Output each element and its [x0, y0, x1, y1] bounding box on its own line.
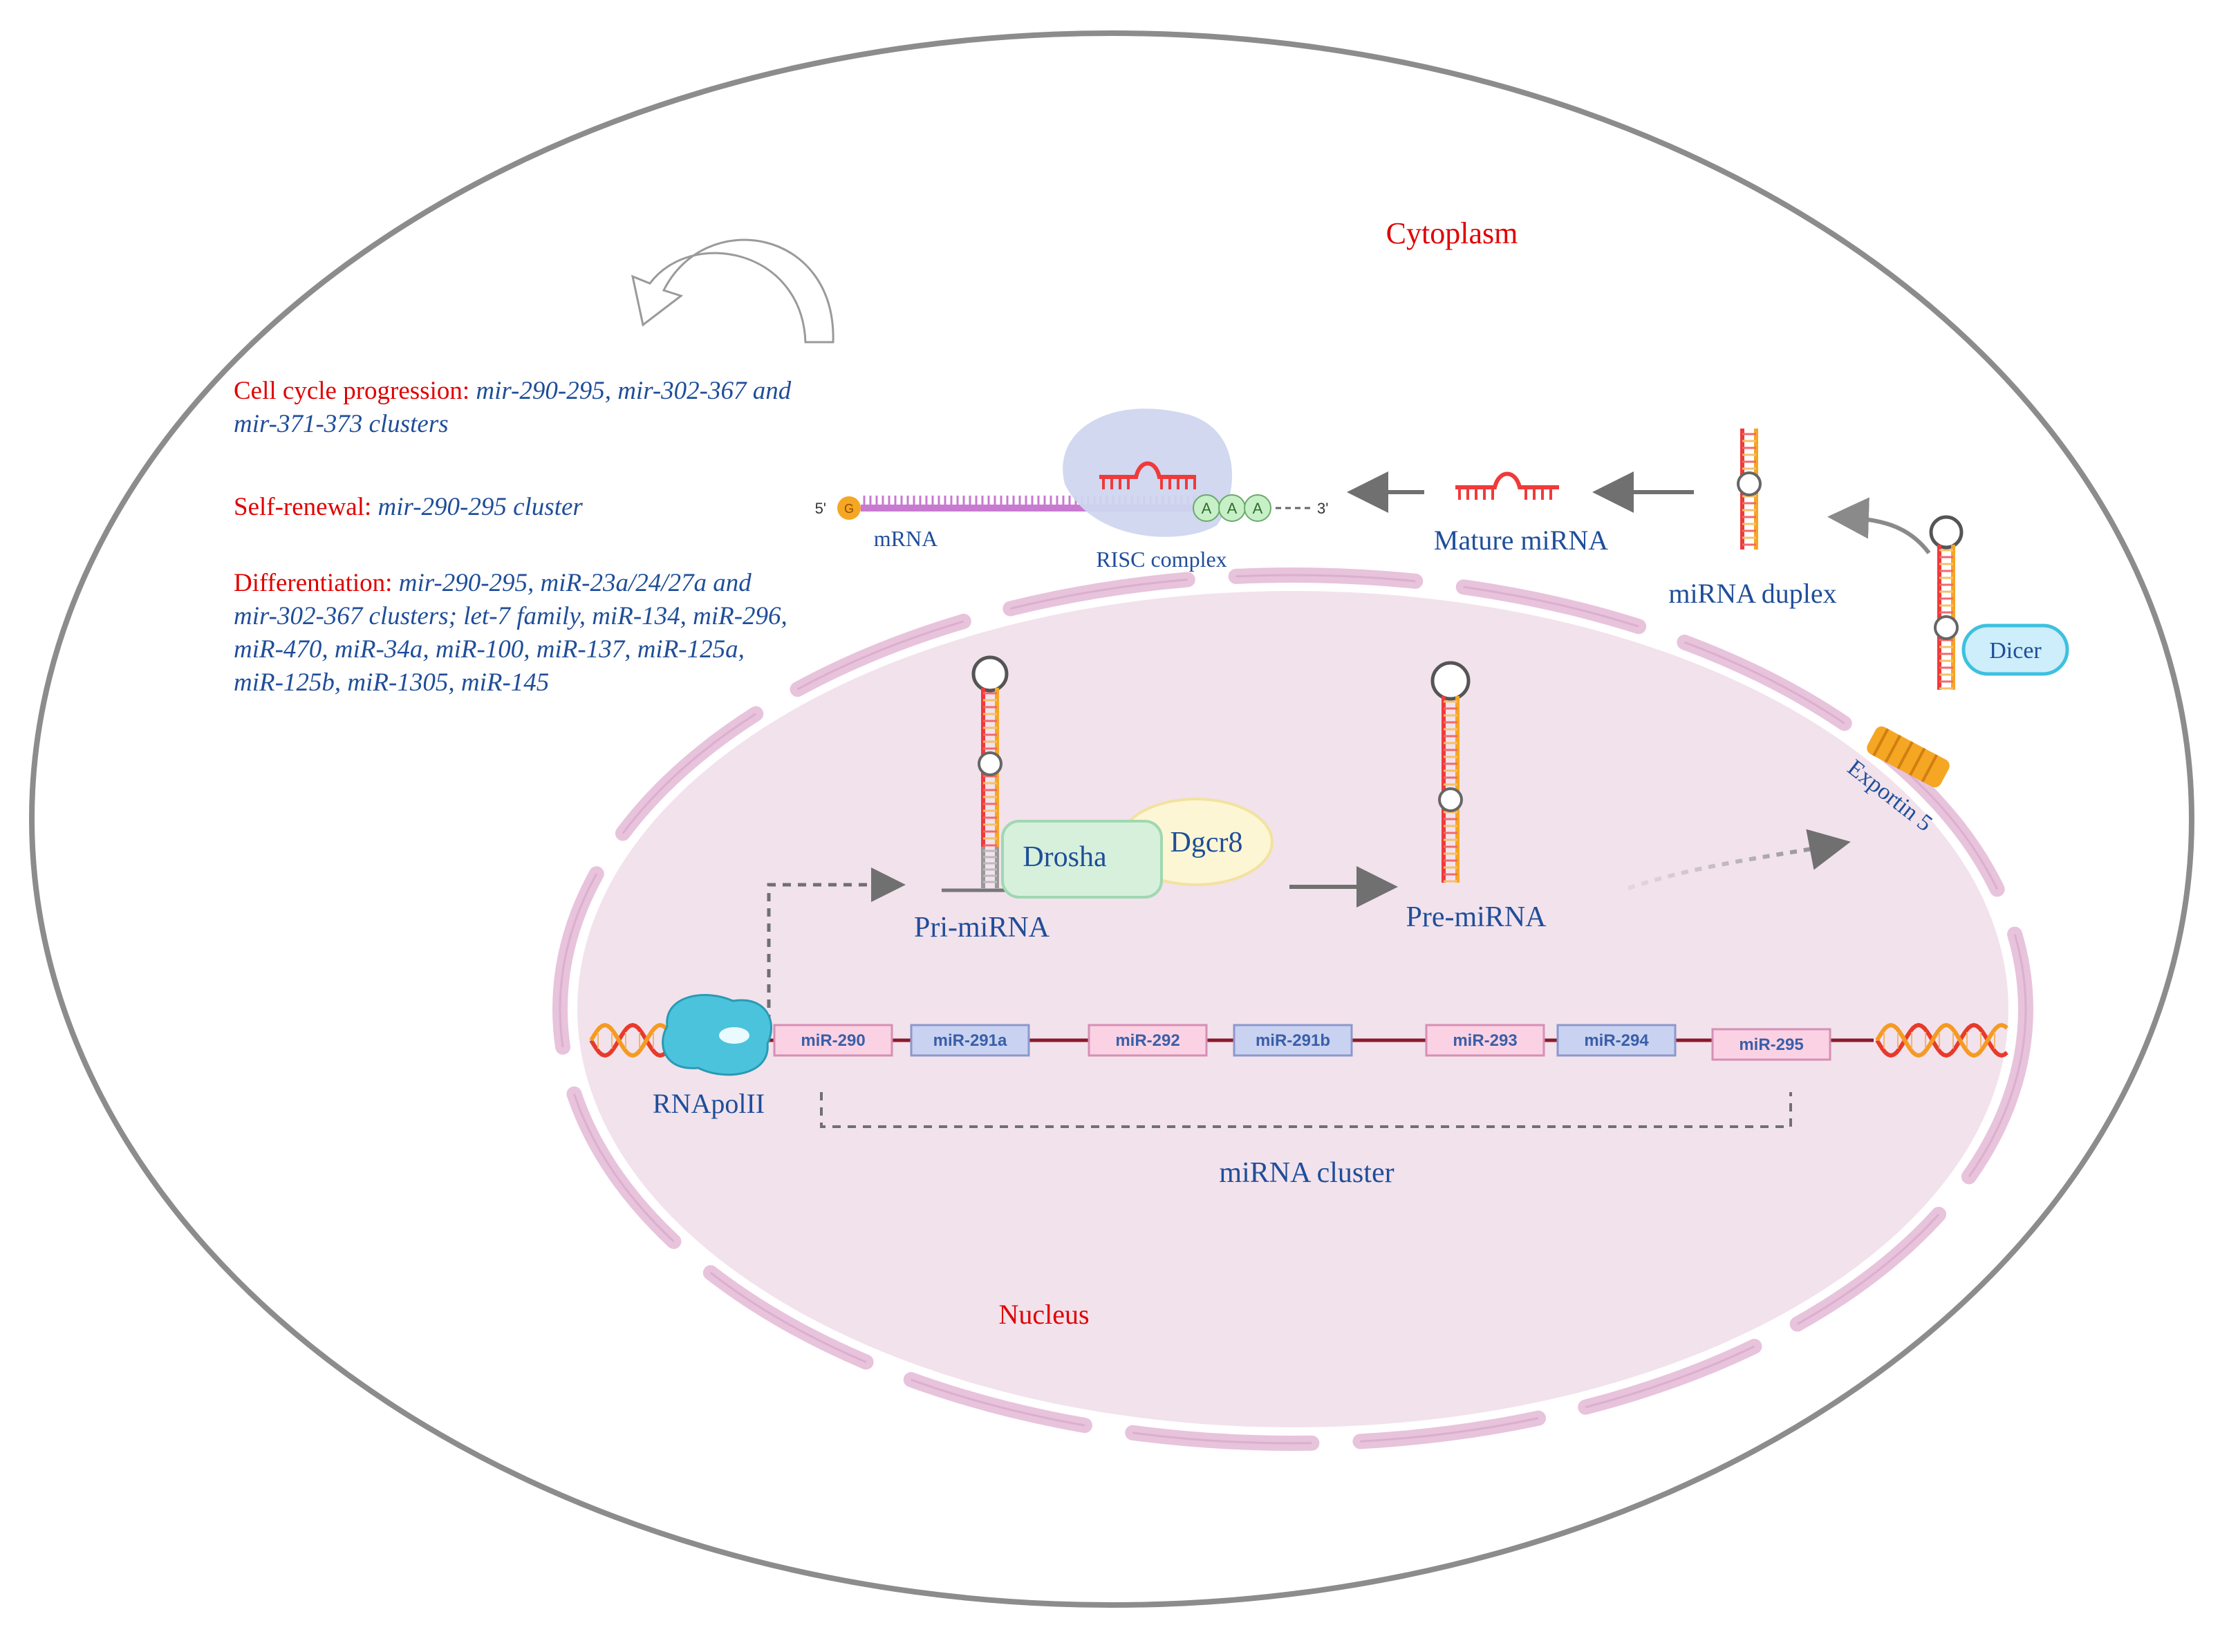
- gene-label-mir-291b: miR-291b: [1256, 1031, 1330, 1050]
- gene-label-mir-290: miR-290: [801, 1031, 865, 1050]
- gene-box-mir-291a: [910, 1024, 1030, 1057]
- cytoplasm-label: Cytoplasm: [1386, 216, 1518, 250]
- function-cell-cycle: Cell cycle progression: mir-290-295, mir…: [234, 375, 801, 441]
- gene-cluster: miR-290 miR-291a miR-292 miR-291b miR-293 miR…: [773, 1024, 1831, 1061]
- poly-a-2: A: [1227, 500, 1238, 517]
- function-cell-cycle-head: Cell cycle progression:: [234, 377, 476, 405]
- mirna-duplex-label: miRNA duplex: [1668, 578, 1836, 609]
- drosha-protein-shape: [1001, 820, 1163, 899]
- function-differentiation: Differentiation: mir-290-295, miR-23a/24…: [234, 567, 801, 700]
- drosha-label: Drosha: [1023, 841, 1107, 873]
- rnapolii-label: RNApolII: [653, 1088, 765, 1119]
- poly-a-3: A: [1253, 500, 1263, 517]
- arrow-pre-to-export: [1628, 829, 1851, 890]
- cluster-bracket: [820, 1092, 1792, 1128]
- function-self-renewal-head: Self-renewal:: [234, 493, 378, 521]
- gene-label-mir-292: miR-292: [1115, 1031, 1179, 1050]
- dna-helix-right-icon: [1875, 1022, 2008, 1058]
- nuclear-envelope-outline: [559, 574, 2027, 1445]
- dicer-hairpin-icon: [1929, 515, 1964, 690]
- mature-mirna-label: Mature miRNA: [1434, 525, 1608, 556]
- pre-mirna-label: Pre-miRNA: [1406, 901, 1547, 933]
- arrow-transcription: [767, 867, 906, 1023]
- three-prime-label: 3': [1317, 500, 1328, 517]
- cap-label: G: [844, 502, 854, 516]
- dna-helix-left-icon: [589, 1022, 667, 1058]
- five-prime-label: 5': [815, 500, 826, 517]
- function-cell-cycle-body: mir-290-295, mir-302-367 and mir-371-373…: [234, 377, 792, 438]
- dicer-label: Dicer: [1989, 638, 2042, 664]
- poly-a-1: A: [1202, 500, 1212, 517]
- gene-label-mir-291a: miR-291a: [933, 1031, 1007, 1050]
- function-self-renewal-body: mir-290-295 cluster: [377, 493, 583, 521]
- gene-box-mir-294: [1556, 1024, 1677, 1057]
- arrow-dicer-to-duplex: [1827, 497, 1931, 554]
- gene-label-mir-294: miR-294: [1584, 1031, 1649, 1050]
- pri-mirna-label: Pri-miRNA: [914, 912, 1050, 944]
- gene-box-mir-291b: [1233, 1024, 1353, 1057]
- curved-return-arrow-icon: [631, 238, 834, 344]
- dicer-enzyme-shape: [1961, 623, 2069, 676]
- risc-complex-label: RISC complex: [1096, 547, 1227, 572]
- gene-box-mir-293: [1425, 1024, 1545, 1057]
- gene-box-mir-290: [773, 1024, 893, 1057]
- mirna-cluster-label: miRNA cluster: [1219, 1157, 1394, 1189]
- gene-label-mir-293: miR-293: [1453, 1031, 1517, 1050]
- five-prime-cap-icon: [837, 496, 861, 520]
- gene-box-mir-295: [1711, 1028, 1831, 1061]
- function-differentiation-body: mir-290-295, miR-23a/24/27a and mir-302-…: [234, 569, 787, 697]
- nucleus-body: [577, 591, 2008, 1427]
- function-differentiation-head: Differentiation:: [234, 569, 399, 597]
- rna-polymerase-ii-icon: [662, 994, 773, 1076]
- mrna-label: mRNA: [874, 526, 938, 551]
- pre-mirna-hairpin-icon: [1430, 661, 1471, 883]
- exportin-5-icon: [1867, 726, 1950, 788]
- function-self-renewal: Self-renewal: mir-290-295 cluster: [234, 491, 801, 524]
- mirna-duplex-icon: [1737, 429, 1762, 550]
- risc-complex-shape: [1063, 409, 1233, 537]
- dgcr8-label: Dgcr8: [1171, 827, 1243, 858]
- gene-label-mir-295: miR-295: [1739, 1035, 1803, 1054]
- risc-bound-mirna: [1099, 461, 1196, 489]
- nucleus-label: Nucleus: [998, 1299, 1089, 1330]
- poly-a-tail: A A A: [1193, 494, 1271, 522]
- gene-box-mir-292: [1088, 1024, 1208, 1057]
- mature-mirna-icon: [1455, 471, 1559, 500]
